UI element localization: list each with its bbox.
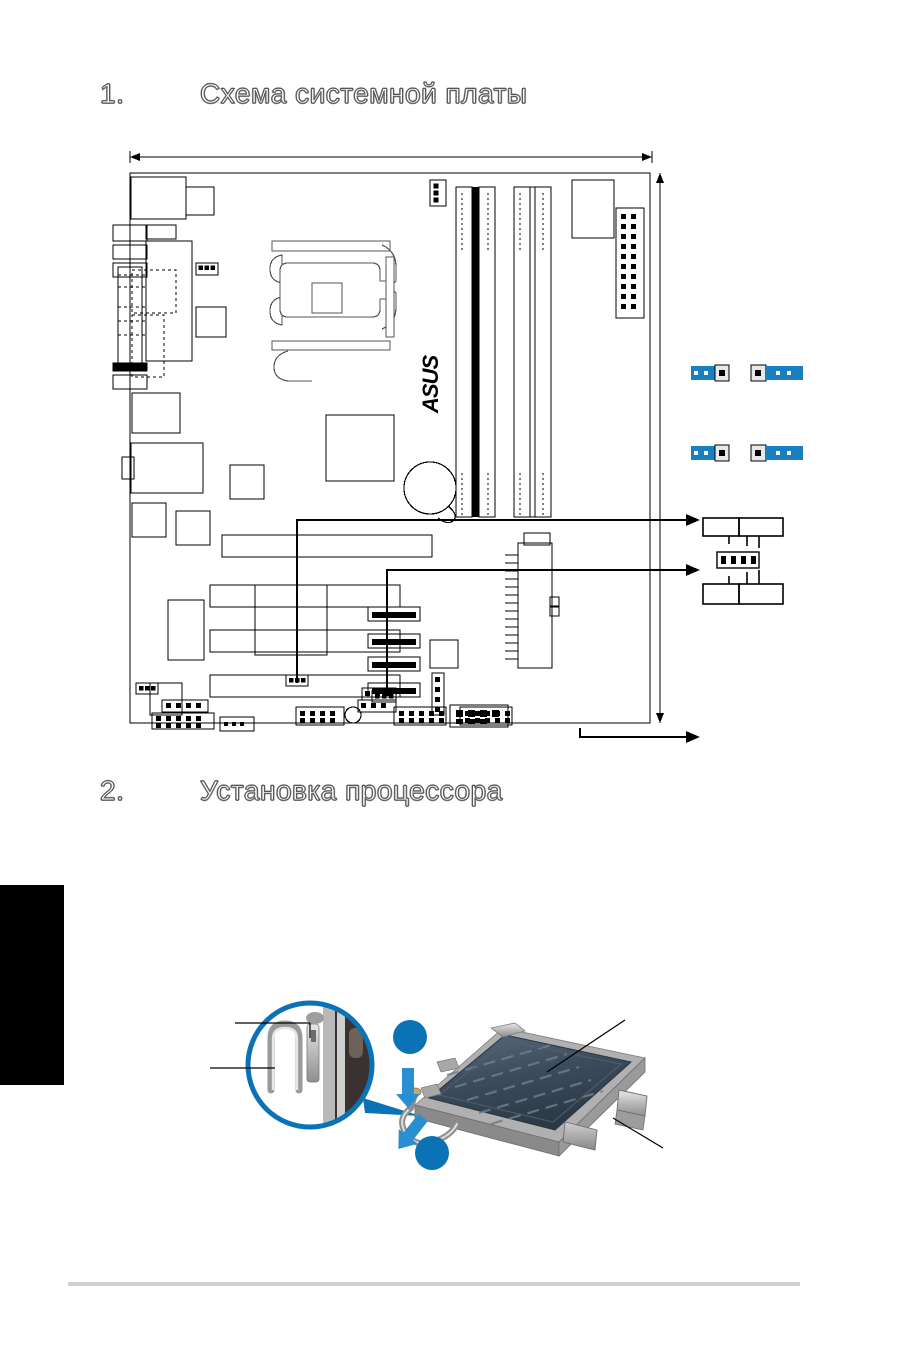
jumper-b1 [691,444,730,462]
callout-leaders [295,514,700,743]
section-1-number: 1. [100,78,125,110]
pin-header-middle [716,551,760,569]
magnifier-leader-lines [210,1022,311,1069]
cpu-socket-drawing [269,240,397,382]
jumper-a2 [750,364,803,382]
socket-leader-lines [546,1019,664,1149]
motherboard-layout-figure: ASUS [100,145,803,750]
chip-small-d [149,682,183,716]
atx12v-connector [429,179,447,207]
cpu-installation-figure [210,990,685,1200]
chip-small-c [167,599,205,661]
chip-top-left [185,186,215,216]
connector-pair-bottom [702,570,784,605]
connector-pair-top [702,517,784,548]
step-marker-2 [415,1136,449,1170]
motherboard-layout-svg: ASUS [112,151,700,743]
vrm-block [571,179,615,239]
jumper-a1 [691,364,730,382]
pci-express-slot [221,534,433,558]
section-1-title: Схема системной платы [199,78,528,110]
bottom-pin-headers [135,672,513,732]
section-2-heading: 2. Установка процессора [100,775,503,807]
height-dimension-arrow [656,173,664,723]
dimm-slots [455,186,552,518]
pci-slot-1 [209,584,401,608]
page-edge-tab [0,885,64,1085]
jumper-b2 [750,444,803,462]
fan-header-left [195,262,219,276]
chip-small-a [229,464,265,500]
section-2-title: Установка процессора [200,775,503,807]
detail-magnifier-circle [245,1000,375,1130]
chip-small-b [175,510,211,546]
section-2-number: 2. [100,775,125,807]
section-1-heading: 1. Схема системной платы [100,78,528,110]
step-marker-1 [393,1020,427,1054]
cpu-installation-svg [210,1000,664,1170]
svg-text:ASUS: ASUS [418,355,443,414]
rear-io-panel [112,176,204,538]
asus-brand-mark: ASUS [418,355,443,414]
chip-left-mid [195,306,227,338]
onboard-jumper-2 [135,682,159,695]
region-chip [254,584,328,656]
chipset-block [325,414,395,482]
jumper-illustrations-svg [691,364,803,605]
press-down-arrow [396,1068,420,1108]
cpu-socket-body [399,1022,648,1157]
width-dimension-arrow [129,151,653,163]
atx-power-connector [615,207,645,319]
pull-out-arrow [398,1113,428,1150]
coin-battery [403,461,457,524]
footer-divider [68,1282,800,1286]
board-outline [129,172,651,724]
ide-connector [505,532,560,669]
pci-slot-2 [209,629,401,653]
